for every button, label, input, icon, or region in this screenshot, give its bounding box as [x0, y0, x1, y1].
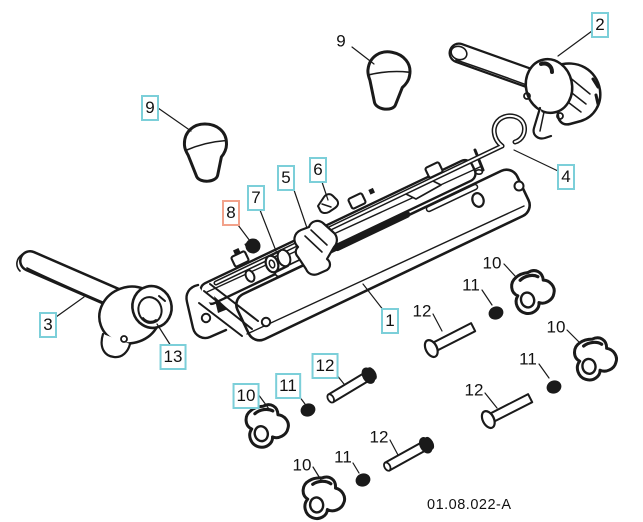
part-8-cap: [245, 238, 261, 254]
part-13-boss: [131, 284, 173, 330]
callout-11: 11: [462, 275, 480, 295]
callout-11-boxed[interactable]: 11: [275, 373, 301, 399]
part-11-cap-3: [488, 306, 504, 320]
callout-13-boxed[interactable]: 13: [159, 344, 187, 370]
callout-12-boxed[interactable]: 12: [311, 353, 339, 379]
callout-1-boxed[interactable]: 1: [381, 308, 399, 334]
callout-11: 11: [334, 447, 352, 467]
part-12-bolt-3: [423, 322, 477, 359]
part-10-knob-group: [244, 269, 618, 520]
callout-9: 9: [336, 31, 346, 51]
part-7-bushing: [264, 248, 292, 274]
part-11-cap-group: [300, 306, 562, 487]
part-9-knob-left: [182, 122, 228, 183]
callout-10-boxed[interactable]: 10: [232, 383, 260, 409]
callout-9-boxed[interactable]: 9: [141, 95, 159, 121]
callout-2-boxed[interactable]: 2: [591, 12, 609, 38]
part-10-knob-3: [510, 269, 556, 315]
part-6-clip: [317, 193, 340, 215]
part-12-bolt-1: [326, 367, 377, 404]
callout-12: 12: [412, 301, 432, 321]
part-11-cap-2: [355, 473, 371, 487]
callout-10: 10: [546, 317, 566, 337]
part-11-cap-4: [546, 380, 562, 394]
part-12-bolt-group: [326, 322, 534, 472]
callout-10: 10: [482, 253, 502, 273]
callout-12: 12: [369, 427, 389, 447]
leader-lines: [55, 30, 593, 481]
callout-11: 11: [519, 349, 537, 369]
callout-5-boxed[interactable]: 5: [277, 165, 295, 191]
part-4-rod: [213, 113, 527, 286]
part-12-bolt-2: [383, 436, 435, 472]
callout-10: 10: [292, 455, 312, 475]
part-10-knob-1: [244, 403, 290, 449]
part-11-cap-1: [300, 403, 316, 417]
part-5-bracket: [293, 219, 338, 276]
callout-12: 12: [464, 380, 484, 400]
callout-6-boxed[interactable]: 6: [309, 157, 327, 183]
part-9-knob-top: [366, 50, 412, 111]
callout-3-boxed[interactable]: 3: [39, 312, 57, 338]
part-10-knob-2: [301, 475, 347, 520]
part-12-bolt-4: [480, 393, 534, 430]
callout-7-boxed[interactable]: 7: [247, 185, 265, 211]
part-10-knob-4: [573, 336, 618, 382]
callout-4-boxed[interactable]: 4: [557, 164, 575, 190]
callout-8-boxed[interactable]: 8: [222, 200, 240, 226]
drawing-number: 01.08.022-A: [427, 497, 512, 513]
part-2-right-handle: [448, 42, 602, 140]
part-3-left-handle: [16, 250, 173, 359]
